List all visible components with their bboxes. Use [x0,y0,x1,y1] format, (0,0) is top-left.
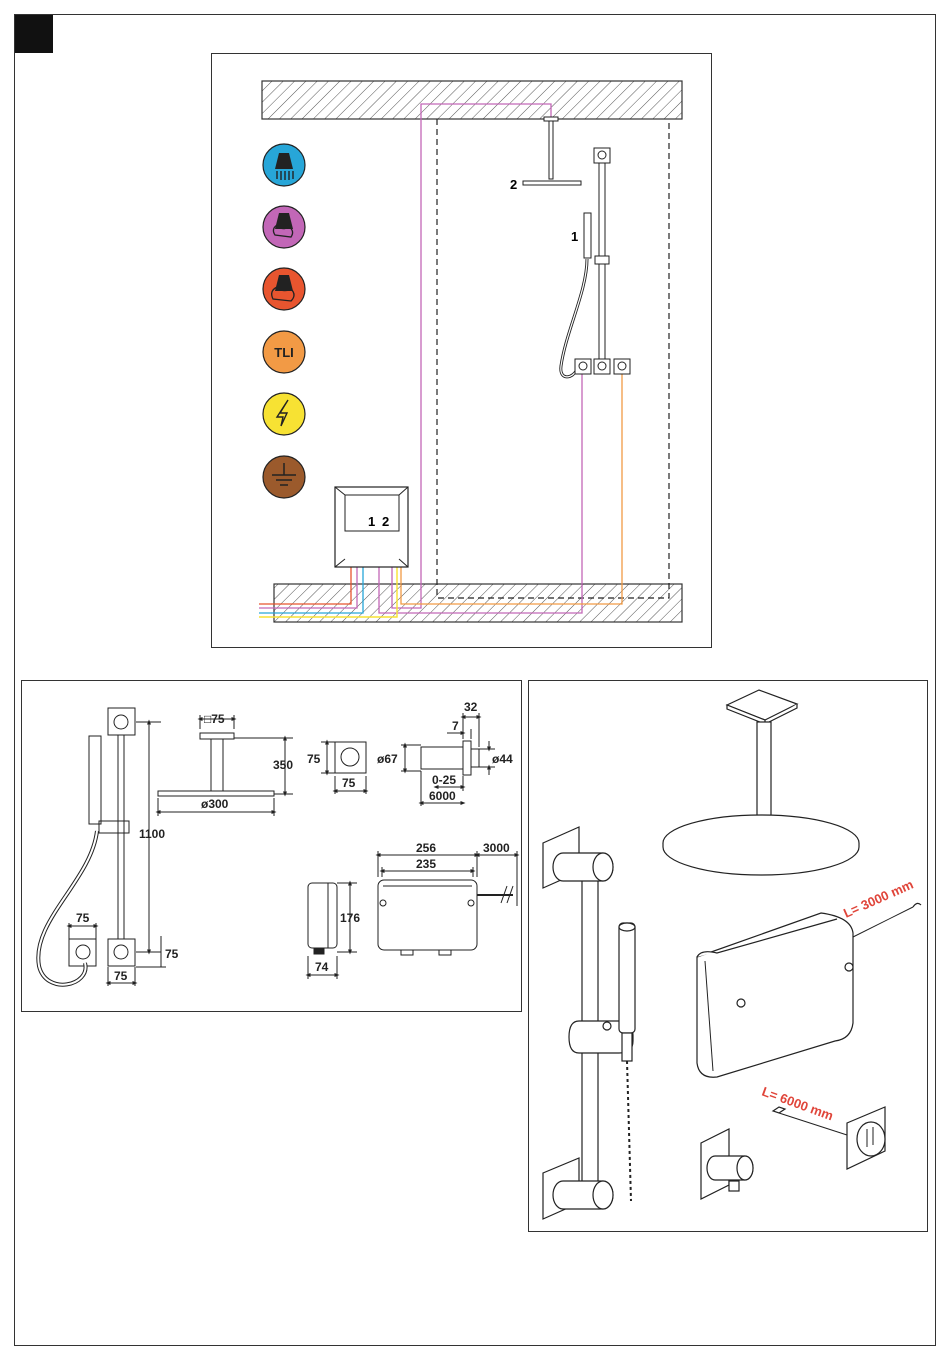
rail-bottom-offset-dim: 75 [165,947,179,961]
handshower-supply-pipe [379,373,582,613]
product-illustration: L= 3000 mm L= 6000 mm [529,681,927,1231]
sensor-adjust-dim: 0-25 [432,773,456,787]
box-side-dim [308,883,337,948]
rail-bottom-width-dim: 75 [114,969,128,983]
hand-shower-number: 1 [571,229,578,244]
tli-cable [401,373,622,604]
product-panel: L= 3000 mm L= 6000 mm [528,680,928,1232]
sensor-body-dim [421,747,463,769]
cold-water-icon [263,144,305,186]
installation-panel: 1 2 2 1 TLI [211,53,712,648]
rail-slider [595,256,609,264]
ceiling-plate-3d [727,690,797,720]
rail-bottom-bracket-dim [108,939,135,966]
sensor-step-dim: 7 [452,719,459,733]
overhead-supply-pipe [392,104,551,608]
control-width-dim: 75 [342,776,356,790]
box-port-2-label: 2 [382,514,389,529]
sensor-inner-dim: ø44 [492,752,513,766]
hose-outlet-dim [69,939,96,966]
hot-water-icon [263,268,305,310]
head-drop-dim: 350 [273,758,293,772]
sensor-depth-dim: 32 [464,700,478,714]
electronic-box-3d [697,913,853,1077]
mixed-water-icon [263,206,305,248]
sensor-cable-length: L= 6000 mm [760,1084,835,1124]
hand-shower-dim [89,736,101,824]
box-height-dim: 176 [340,911,360,925]
control-plate-dim [335,742,366,773]
rail-height-dim: 1100 [139,827,165,841]
dimensions-drawing: 1100 75 75 75 □75 350 ø300 75 75 ø67 ø44… [22,681,521,1011]
hand-shower [584,213,591,258]
box-cable-dim: 3000 [483,841,510,855]
hand-shower-3d [619,923,635,1033]
tli-label: TLI [274,345,294,360]
ground-icon [263,456,305,498]
box-outer-width-dim: 256 [416,841,436,855]
ceiling-arm [549,119,553,179]
head-mount-dim [200,733,234,739]
tli-icon: TLI [263,331,305,373]
head-plate-dim [158,791,274,796]
box-port-1-label: 1 [368,514,375,529]
head-diameter-dim: ø300 [201,797,229,811]
rail-tube-dim [118,735,124,939]
shower-arm-3d [757,722,771,822]
hose-dim [38,831,97,985]
sensor-cable-dim: 6000 [429,789,456,803]
box-cable-length: L= 3000 mm [841,877,915,921]
ceiling-slab [262,81,682,119]
rail-top-bracket-dim [108,708,135,735]
box-depth-dim: 74 [315,960,329,974]
shower-area-outline [437,119,669,598]
dimensions-panel: 1100 75 75 75 □75 350 ø300 75 75 ø67 ø44… [21,680,522,1012]
head-arm-dim [211,739,223,791]
box-front-dim [378,880,477,950]
head-square-dim: □75 [204,712,225,726]
box-inner-width-dim: 235 [416,857,436,871]
control-height-dim: 75 [307,752,321,766]
overhead-shower-plate [523,181,581,185]
overhead-shower-number: 2 [510,177,517,192]
sensor-outer-dim: ø67 [377,752,398,766]
hose-outlet-width-dim: 75 [76,911,90,925]
electric-icon [263,393,305,435]
installation-diagram: 1 2 2 1 TLI [212,54,711,647]
